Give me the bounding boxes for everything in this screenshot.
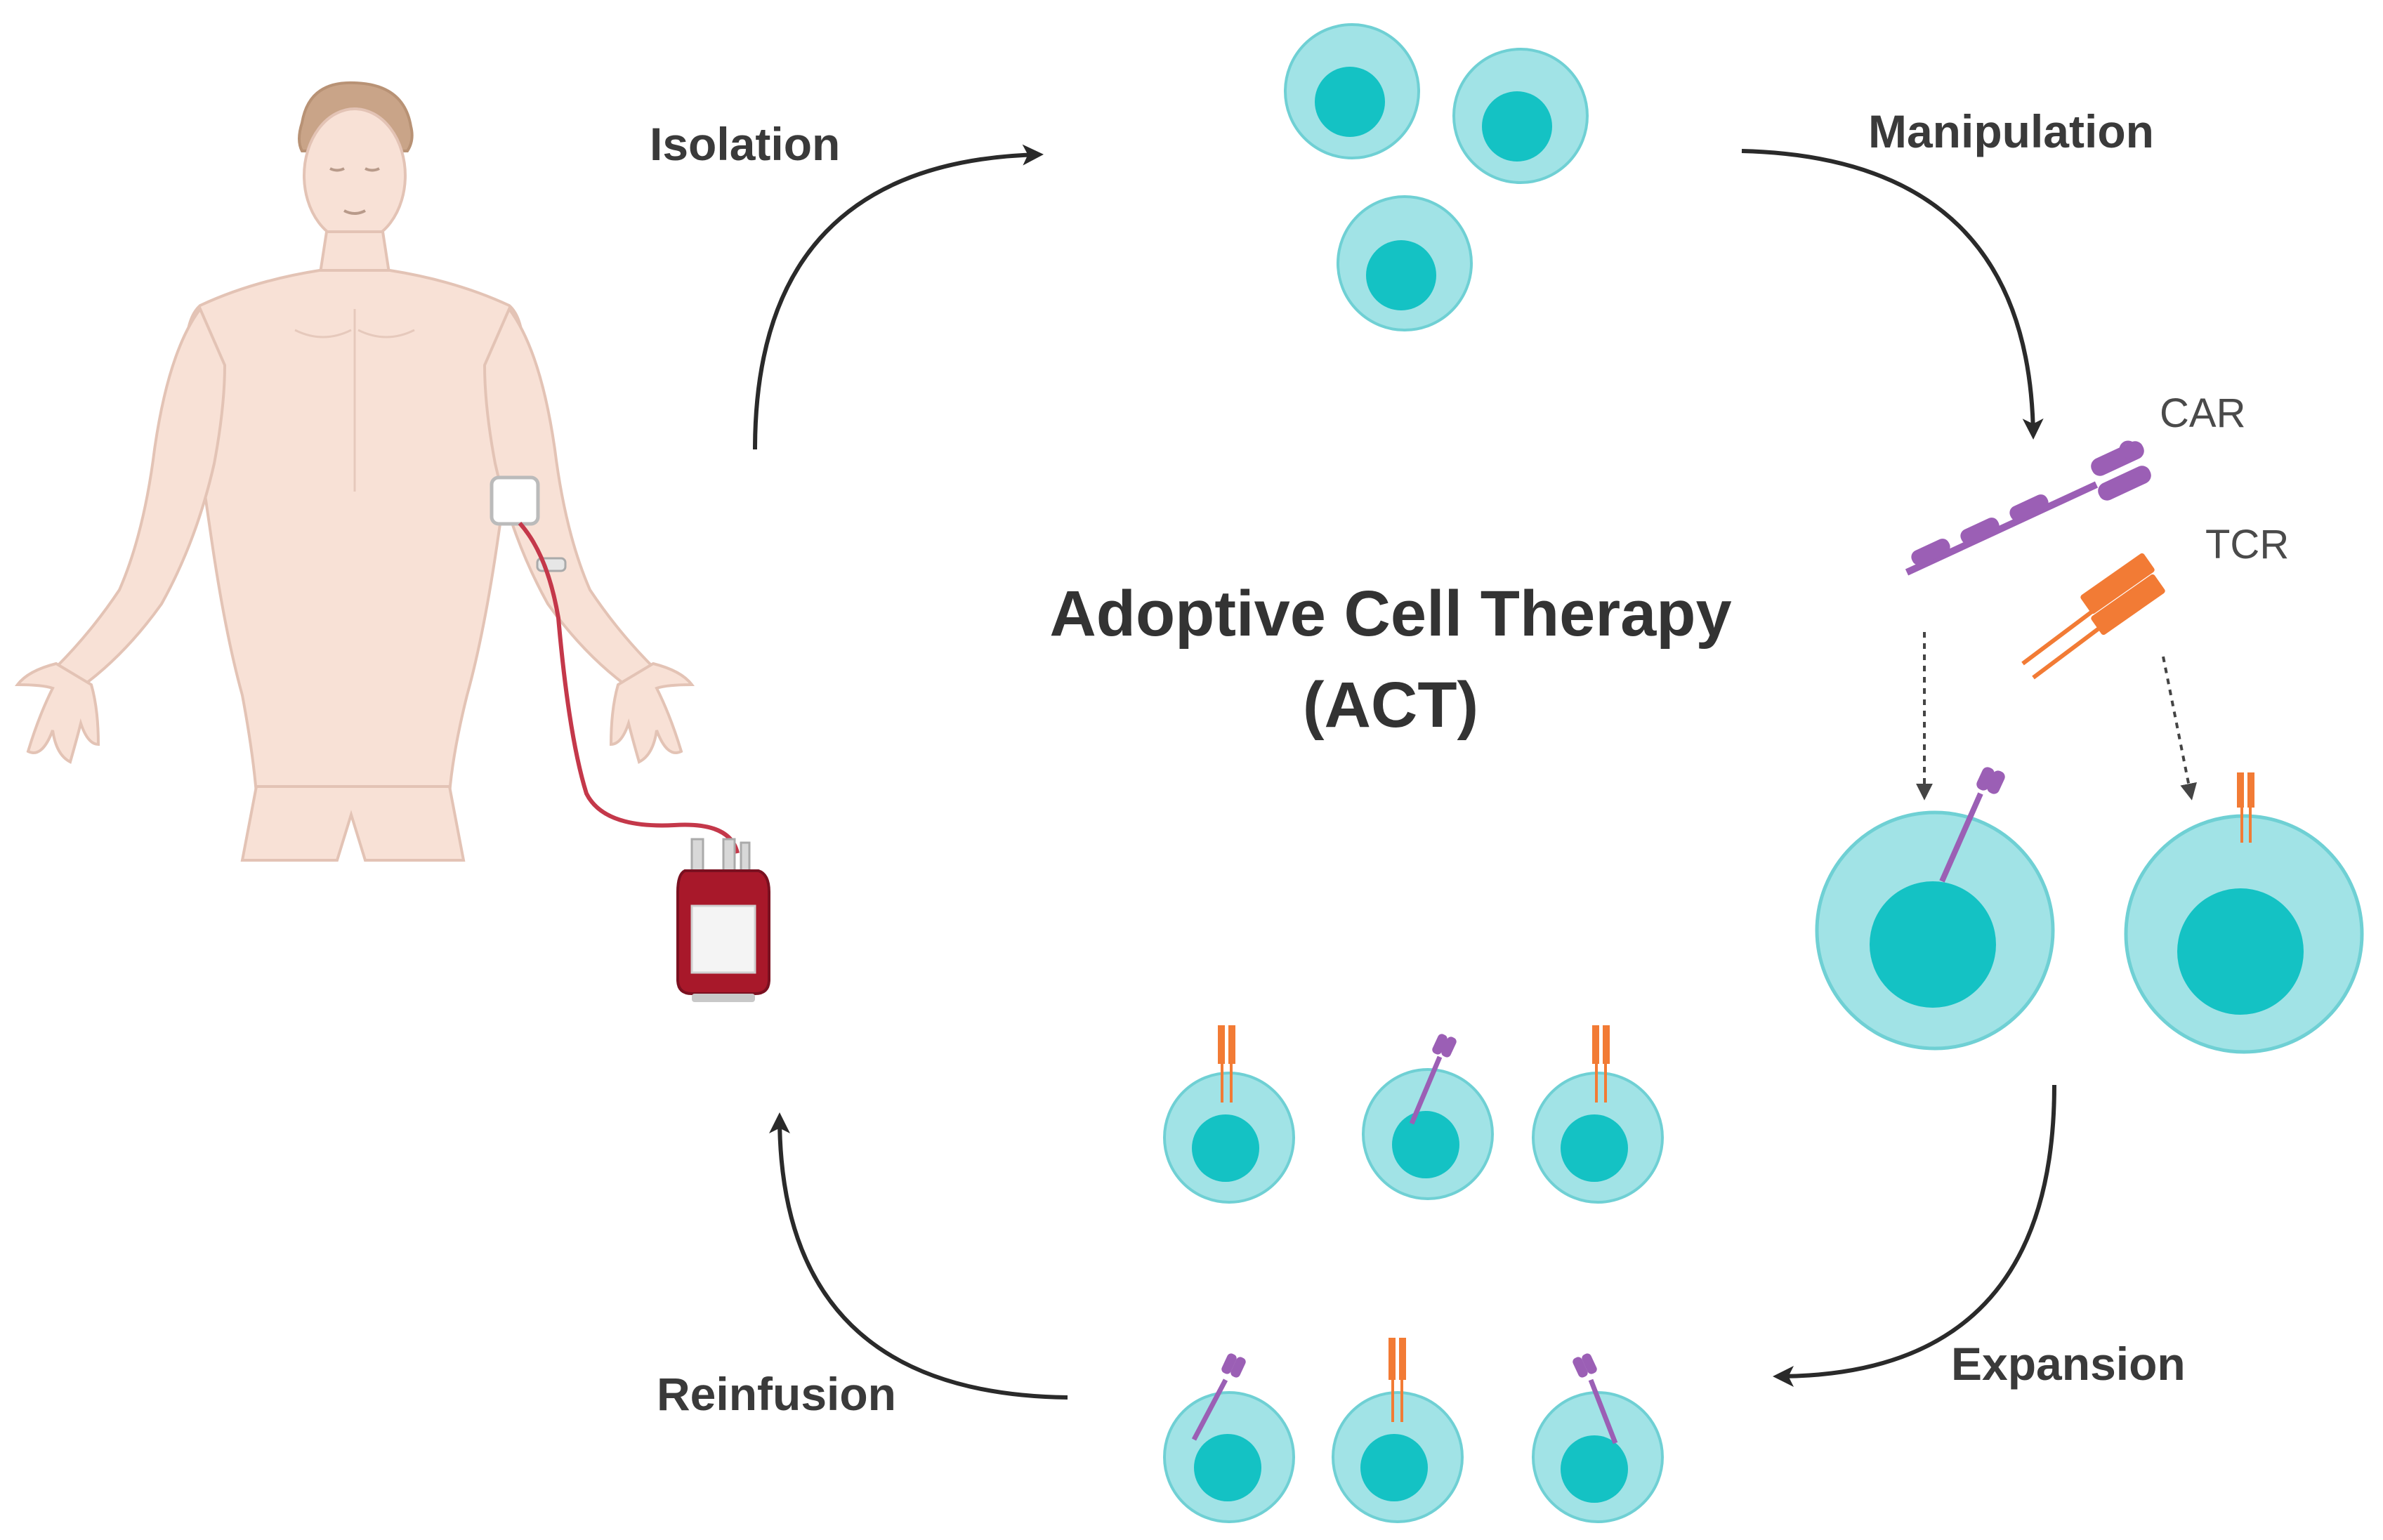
expanded-cells <box>1163 1025 1664 1523</box>
tcr-molecule <box>2021 553 2165 680</box>
t-cell <box>1337 195 1473 331</box>
tcr-dotted-arrow <box>2162 656 2198 801</box>
patient-left-hand <box>14 662 100 764</box>
isolated-cells <box>1284 23 1589 331</box>
blood-bag <box>676 838 770 1002</box>
t-cell <box>1284 23 1420 159</box>
car-t-cell <box>1362 1034 1494 1200</box>
patient-left-arm <box>53 306 227 687</box>
isolation-arrow <box>753 144 1044 450</box>
car-molecule <box>1905 440 2151 576</box>
patient-right-hand <box>609 662 695 764</box>
label-isolation: Isolation <box>650 118 840 170</box>
manipulation-arrow <box>1741 149 2044 440</box>
diagram-title-line2: (ACT) <box>1303 669 1478 741</box>
tcr-t-cell-large <box>2124 772 2364 1054</box>
car-t-cell <box>1532 1353 1664 1523</box>
t-cell <box>1452 48 1589 184</box>
car-t-cell <box>1163 1353 1295 1523</box>
label-reinfusion: Reinfusion <box>657 1368 896 1420</box>
patient-head <box>303 107 407 244</box>
tcr-t-cell <box>1332 1338 1464 1523</box>
patient-legs <box>240 785 466 862</box>
reinfusion-arrow <box>769 1112 1068 1400</box>
tcr-t-cell <box>1163 1025 1295 1204</box>
label-tcr: TCR <box>2205 522 2289 567</box>
diagram-title-line1: Adoptive Cell Therapy <box>1049 578 1731 650</box>
tcr-t-cell <box>1532 1025 1664 1204</box>
blood-tube <box>518 522 740 854</box>
label-manipulation: Manipulation <box>1868 105 2154 157</box>
iv-pad <box>490 475 540 526</box>
label-car: CAR <box>2160 390 2245 436</box>
car-t-cell-large <box>1815 767 2055 1051</box>
label-expansion: Expansion <box>1951 1338 2186 1390</box>
patient-figure <box>14 81 695 862</box>
expansion-arrow <box>1773 1084 2056 1387</box>
iv-catheter <box>490 475 740 854</box>
